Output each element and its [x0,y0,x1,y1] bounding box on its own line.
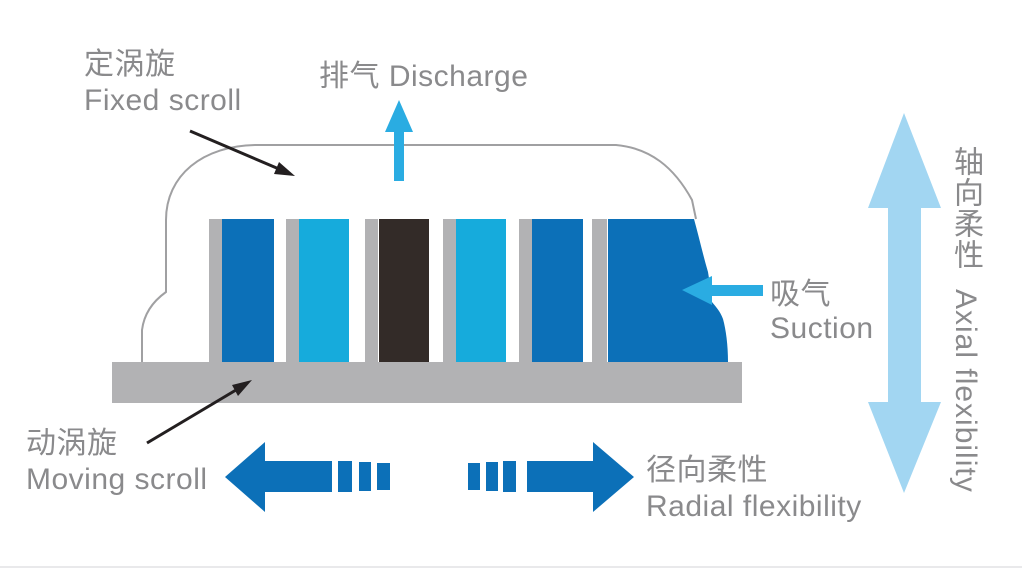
scroll-wrap-strip-2 [286,219,299,362]
image-bottom-edge [0,566,1022,568]
scroll-wrap-strip-1 [209,219,222,362]
gas-pocket-cyan-1 [299,219,349,362]
moving-scroll-label-en: Moving scroll [26,463,208,496]
fixed-scroll-outline [141,144,697,362]
fixed-scroll-pointer-icon [189,129,295,176]
gas-pocket-blue-2 [532,219,583,362]
suction-label-en: Suction [770,312,874,345]
radial-left-arrow-icon [225,442,390,512]
discharge-arrow-icon [385,100,413,181]
discharge-label-text: 排气 Discharge [319,60,529,93]
suction-label: 吸气 Suction [770,278,874,346]
scroll-wrap-strip-6 [592,219,607,362]
moving-scroll-pointer-icon [146,380,252,445]
axial-double-arrow-icon [868,113,941,493]
scroll-wrap-strip-3 [365,219,378,362]
suction-side-body [608,219,728,362]
axial-flexibility-label-cn: 轴向柔性 [949,146,982,270]
suction-arrow-icon [682,276,763,305]
radial-right-arrow-icon [468,442,634,512]
radial-flexibility-label-en: Radial flexibility [646,490,862,523]
axial-flexibility-label: 轴向柔性 Axial flexibility [944,146,986,506]
gas-pocket-black [379,219,429,362]
moving-scroll-label: 动涡旋 Moving scroll [26,426,208,498]
axial-flexibility-label-en: Axial flexibility [949,289,982,494]
gas-pocket-blue-1 [222,219,274,362]
gas-pocket-cyan-2 [456,219,506,362]
moving-scroll-base-plate [112,362,742,403]
fixed-scroll-label-cn: 定涡旋 [84,48,176,81]
radial-flexibility-label: 径向柔性 Radial flexibility [646,453,862,525]
suction-label-cn: 吸气 [770,278,831,311]
moving-scroll-label-cn: 动涡旋 [26,427,118,460]
scroll-wrap-strip-4 [443,219,456,362]
scroll-wrap-strip-5 [519,219,532,362]
fixed-scroll-label: 定涡旋 Fixed scroll [84,47,242,119]
fixed-scroll-label-en: Fixed scroll [84,84,242,117]
radial-flexibility-label-cn: 径向柔性 [646,454,768,487]
discharge-label: 排气 Discharge [319,59,528,95]
